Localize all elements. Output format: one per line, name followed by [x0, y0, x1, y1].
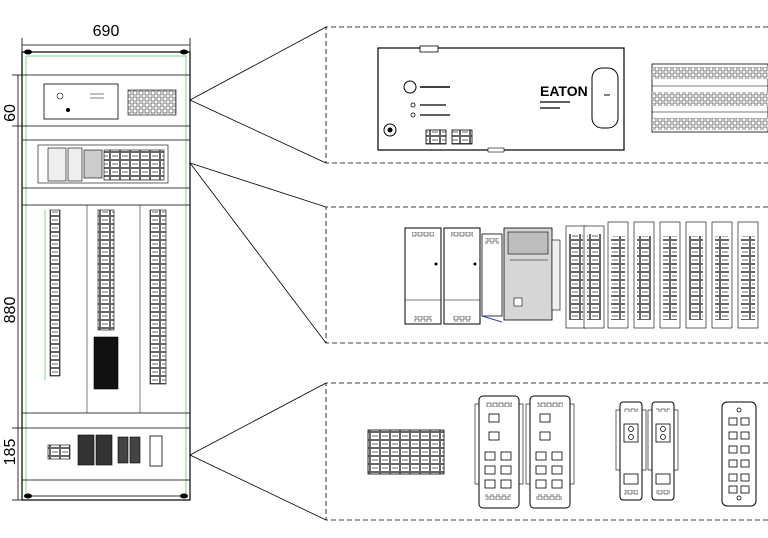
power-supply-1: [404, 227, 442, 325]
height-dimension-middle-label: 880: [2, 297, 19, 324]
terminal-block-strip: [367, 429, 445, 475]
ups-unit: EATON: [377, 45, 625, 153]
width-dimension: 690: [21, 23, 191, 52]
media-converter-2: [647, 401, 679, 501]
ethernet-switch-1: [474, 395, 524, 509]
relay-module: [481, 233, 503, 323]
detail-network: [325, 382, 768, 521]
plc-cpu: [503, 227, 561, 321]
breaker-rail: [651, 63, 768, 133]
io-modules: [565, 221, 759, 329]
height-dimension: 60 880 185: [2, 74, 26, 501]
cabinet-front: [21, 49, 191, 501]
patch-panel: [721, 401, 757, 507]
cabinet-network-section: [47, 434, 163, 467]
eaton-logo: EATON: [540, 83, 588, 99]
callout-lines: [189, 26, 327, 521]
media-converter-1: [615, 401, 647, 501]
power-supply-2: [443, 227, 481, 325]
detail-controller: [325, 206, 768, 344]
cabinet-terminal-section: [44, 205, 167, 413]
height-dimension-top-label: 60: [2, 104, 19, 122]
width-dimension-label: 690: [93, 23, 120, 40]
cabinet-controller-section: [37, 144, 169, 184]
ethernet-switch-2: [525, 395, 575, 509]
height-dimension-bottom-label: 185: [2, 439, 19, 466]
cabinet-ups-section: [43, 83, 177, 120]
detail-ups-breakers: EATON: [325, 26, 768, 164]
